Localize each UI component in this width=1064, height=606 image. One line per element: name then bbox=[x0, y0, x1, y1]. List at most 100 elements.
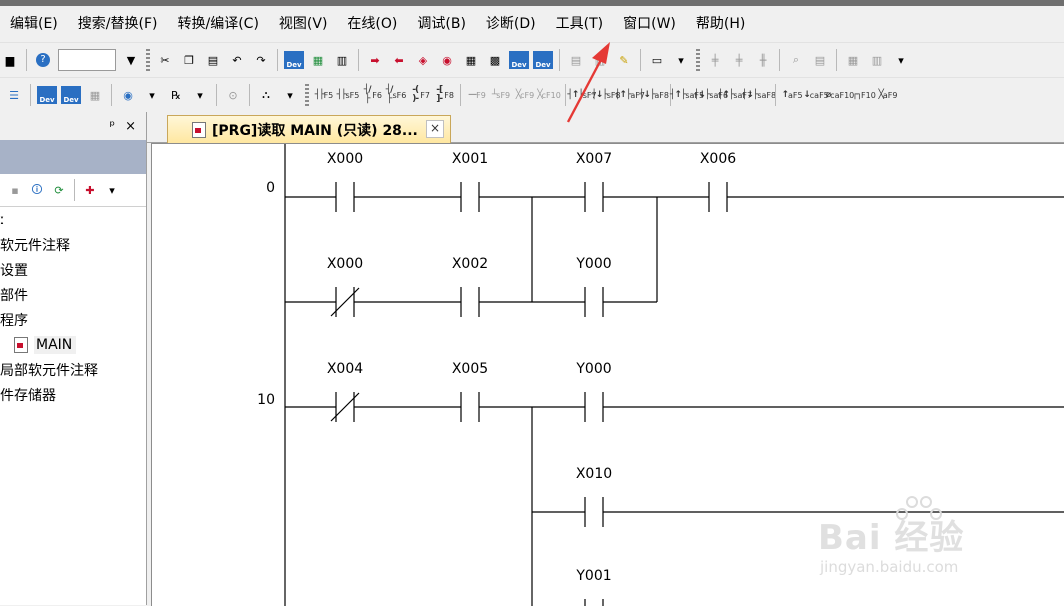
label-icon[interactable]: ▦ bbox=[847, 53, 859, 67]
tree-item[interactable]: 软元件注释 bbox=[0, 232, 146, 257]
watch-icon[interactable]: ✎ bbox=[619, 53, 629, 67]
remote-operation-icon[interactable]: ◉ bbox=[442, 53, 452, 67]
menu-search-replace[interactable]: 搜索/替换(F) bbox=[77, 16, 158, 32]
normally-open-contact[interactable] bbox=[708, 182, 728, 212]
search-combo[interactable] bbox=[58, 49, 116, 71]
paste-icon[interactable]: ▤ bbox=[207, 53, 219, 67]
ladder-symbol-f7-button[interactable]: -( )-F7 bbox=[410, 85, 430, 105]
device-batch-icon[interactable]: Dev bbox=[533, 50, 553, 70]
dropdown-chevron-icon[interactable]: ▾ bbox=[197, 88, 203, 102]
ladder-symbol-f8-button[interactable]: -[ ]-F8 bbox=[434, 85, 454, 105]
ladder-symbol-sf7-button[interactable]: ┤↑├sF7 bbox=[567, 85, 596, 105]
properties-icon[interactable]: 🛈 bbox=[31, 182, 43, 196]
verify-plc-icon[interactable]: ◈ bbox=[418, 53, 428, 67]
contact-insert-icon[interactable]: ╪ bbox=[711, 53, 719, 67]
copy-icon[interactable]: ❐ bbox=[184, 53, 194, 67]
ladder-symbol-sf6-button[interactable]: ┤/├sF6 bbox=[386, 85, 407, 105]
ladder-symbol-saf8-button[interactable]: ┤↓├saF8 bbox=[742, 85, 776, 105]
menu-online[interactable]: 在线(O) bbox=[347, 16, 398, 32]
tab-close-icon[interactable]: × bbox=[426, 120, 444, 138]
dropdown-chevron-icon[interactable]: ▾ bbox=[109, 183, 115, 197]
ladder-symbol-saf7-button[interactable]: ┤↑├saF7 bbox=[718, 85, 752, 105]
list-view-icon[interactable]: ☰ bbox=[9, 88, 19, 102]
ladder-symbol-af9-button[interactable]: ╳aF9 bbox=[878, 85, 898, 105]
read-from-plc-icon[interactable]: ⬅ bbox=[394, 53, 404, 67]
ladder-symbol-sf8-button[interactable]: ┤↓├sF8 bbox=[591, 85, 620, 105]
dropdown-chevron-icon[interactable]: ▾ bbox=[678, 53, 684, 67]
collapse-icon[interactable]: ▪ bbox=[11, 183, 19, 197]
tab-main-readonly[interactable]: [PRG]读取 MAIN (只读) 28... × bbox=[167, 115, 451, 143]
tree-item[interactable]: 程序 bbox=[0, 307, 146, 332]
normally-open-contact[interactable] bbox=[584, 287, 604, 317]
cross-reference-icon[interactable]: ▤ bbox=[814, 53, 826, 67]
ladder-symbol-sf5-button[interactable]: ┤├sF5 bbox=[337, 85, 360, 105]
ladder-symbol-caf10-button[interactable]: ⌀caF10 bbox=[826, 85, 855, 105]
menu-window[interactable]: 窗口(W) bbox=[623, 16, 676, 32]
menu-debug[interactable]: 调试(B) bbox=[417, 16, 466, 32]
monitor-stop-icon[interactable]: ▩ bbox=[489, 53, 501, 67]
normally-open-contact[interactable] bbox=[584, 392, 604, 422]
tree-item[interactable]: 部件 bbox=[0, 282, 146, 307]
normally-closed-contact[interactable] bbox=[330, 392, 360, 422]
menu-view[interactable]: 视图(V) bbox=[278, 16, 328, 32]
tree-item[interactable]: 设置 bbox=[0, 257, 146, 282]
normally-open-contact[interactable] bbox=[460, 182, 480, 212]
ladder-symbol-f9-button[interactable]: —F9 bbox=[467, 85, 487, 105]
line-insert-icon[interactable]: ╫ bbox=[759, 53, 767, 67]
ladder-symbol-caf5-button[interactable]: ↓caF5 bbox=[803, 85, 829, 105]
ladder-symbol-cf10-button[interactable]: ╳cF10 bbox=[537, 85, 561, 105]
tree-item[interactable]: MAIN bbox=[0, 332, 146, 357]
undo-icon[interactable]: ↶ bbox=[232, 53, 242, 67]
ladder-symbol-af5-button[interactable]: ↑aF5 bbox=[781, 85, 802, 105]
ladder-symbol-f10-button[interactable]: ┌┐F10 bbox=[852, 85, 876, 105]
add-item-icon[interactable]: ✚ bbox=[85, 183, 95, 197]
tree-item[interactable]: 局部软元件注释 bbox=[0, 357, 146, 382]
save-icon[interactable]: ▆ bbox=[5, 53, 15, 67]
normally-open-contact[interactable] bbox=[335, 182, 355, 212]
ladder-symbol-saf6-button[interactable]: ┤↓├saF6 bbox=[694, 85, 728, 105]
device-comment-icon[interactable]: Dev bbox=[284, 50, 304, 70]
statement-icon[interactable]: ℞ bbox=[171, 88, 181, 102]
dropdown-chevron-icon[interactable]: ▾ bbox=[287, 88, 293, 102]
normally-open-contact[interactable] bbox=[460, 392, 480, 422]
device-monitor-icon[interactable]: Dev bbox=[509, 50, 529, 70]
segment-icon[interactable]: ▥ bbox=[871, 53, 883, 67]
contact-delete-icon[interactable]: ╪ bbox=[735, 53, 743, 67]
device-view-icon[interactable]: ◉ bbox=[123, 88, 133, 102]
redo-icon[interactable]: ↷ bbox=[256, 53, 266, 67]
device-read-icon[interactable]: Dev bbox=[61, 85, 81, 105]
normally-open-contact[interactable] bbox=[584, 497, 604, 527]
cut-icon[interactable]: ✂ bbox=[160, 53, 170, 67]
display-icon[interactable]: ▭ bbox=[651, 53, 663, 67]
dropdown-chevron-icon[interactable]: ▾ bbox=[898, 53, 904, 67]
ladder-symbol-f5-button[interactable]: ┤├F5 bbox=[314, 85, 334, 105]
dropdown-chevron-icon[interactable]: ▾ bbox=[149, 88, 155, 102]
diagnostics-icon[interactable]: ▤ bbox=[570, 53, 582, 67]
menu-help[interactable]: 帮助(H) bbox=[695, 16, 746, 32]
tree-item[interactable]: 件存储器 bbox=[0, 382, 146, 407]
toolbar-grip[interactable] bbox=[696, 49, 700, 71]
help-circle-icon[interactable]: ⊙ bbox=[228, 88, 238, 102]
menu-edit[interactable]: 编辑(E) bbox=[10, 16, 58, 32]
device-write-icon[interactable]: Dev bbox=[37, 85, 57, 105]
help-icon[interactable]: ? bbox=[33, 50, 53, 70]
write-to-plc-icon[interactable]: ➡ bbox=[370, 53, 380, 67]
ladder-symbol-af7-button[interactable]: ┤↑├aF7 bbox=[615, 85, 645, 105]
device-register-icon[interactable]: ▦ bbox=[89, 88, 101, 102]
ladder-symbol-af8-button[interactable]: ┤↓├aF8 bbox=[639, 85, 669, 105]
binoculars-icon[interactable]: ⛬ bbox=[262, 88, 270, 101]
tree-item[interactable]: ː bbox=[0, 207, 146, 232]
menu-convert-compile[interactable]: 转换/编译(C) bbox=[177, 16, 259, 32]
toolbar-grip[interactable] bbox=[305, 84, 309, 106]
pin-icon[interactable]: ᵖ bbox=[109, 118, 116, 134]
refresh-icon[interactable]: ⟳ bbox=[54, 183, 64, 197]
dropdown-chevron-icon[interactable]: ▼ bbox=[126, 53, 136, 67]
search-device-icon[interactable]: ⌕ bbox=[792, 53, 800, 66]
toolbar-grip[interactable] bbox=[146, 49, 150, 71]
monitor-start-icon[interactable]: ▦ bbox=[465, 53, 477, 67]
normally-open-contact[interactable] bbox=[460, 287, 480, 317]
ladder-edit-icon[interactable]: ▦ bbox=[312, 53, 324, 67]
ladder-monitor-icon[interactable]: ▥ bbox=[336, 53, 348, 67]
normally-closed-contact[interactable] bbox=[330, 287, 360, 317]
